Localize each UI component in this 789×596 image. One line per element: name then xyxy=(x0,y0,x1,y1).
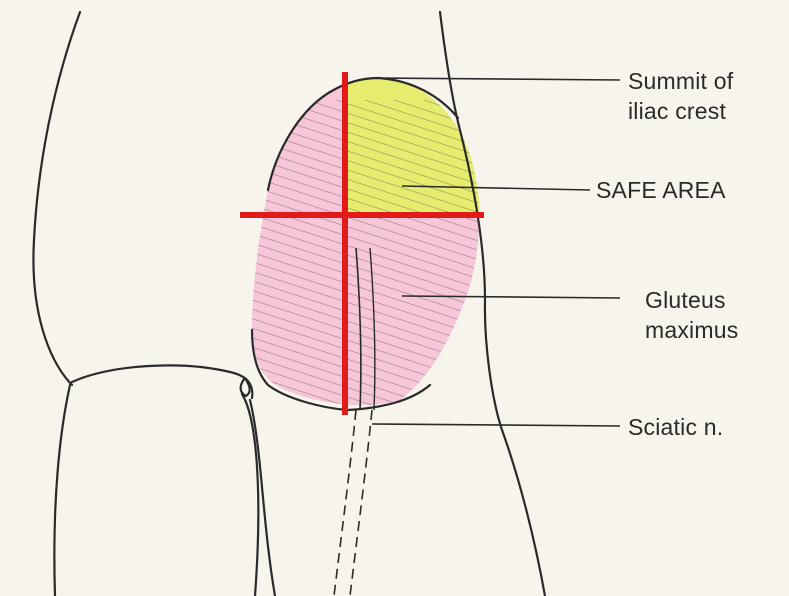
label-summit-line1: Summit of xyxy=(628,66,733,96)
label-gluteus-line2: maximus xyxy=(645,315,738,345)
sciatic-nerve xyxy=(334,410,372,596)
muscle-hatching xyxy=(240,100,490,410)
label-gluteus-line1: Gluteus xyxy=(645,285,738,315)
leader-sciatic xyxy=(372,424,620,426)
label-gluteus-maximus: Gluteus maximus xyxy=(645,285,738,345)
label-sciatic-nerve: Sciatic n. xyxy=(628,412,723,442)
label-summit-of-iliac-crest: Summit of iliac crest xyxy=(628,66,733,126)
label-safe-area: SAFE AREA xyxy=(596,175,726,205)
leader-summit xyxy=(378,78,620,80)
label-summit-line2: iliac crest xyxy=(628,96,733,126)
